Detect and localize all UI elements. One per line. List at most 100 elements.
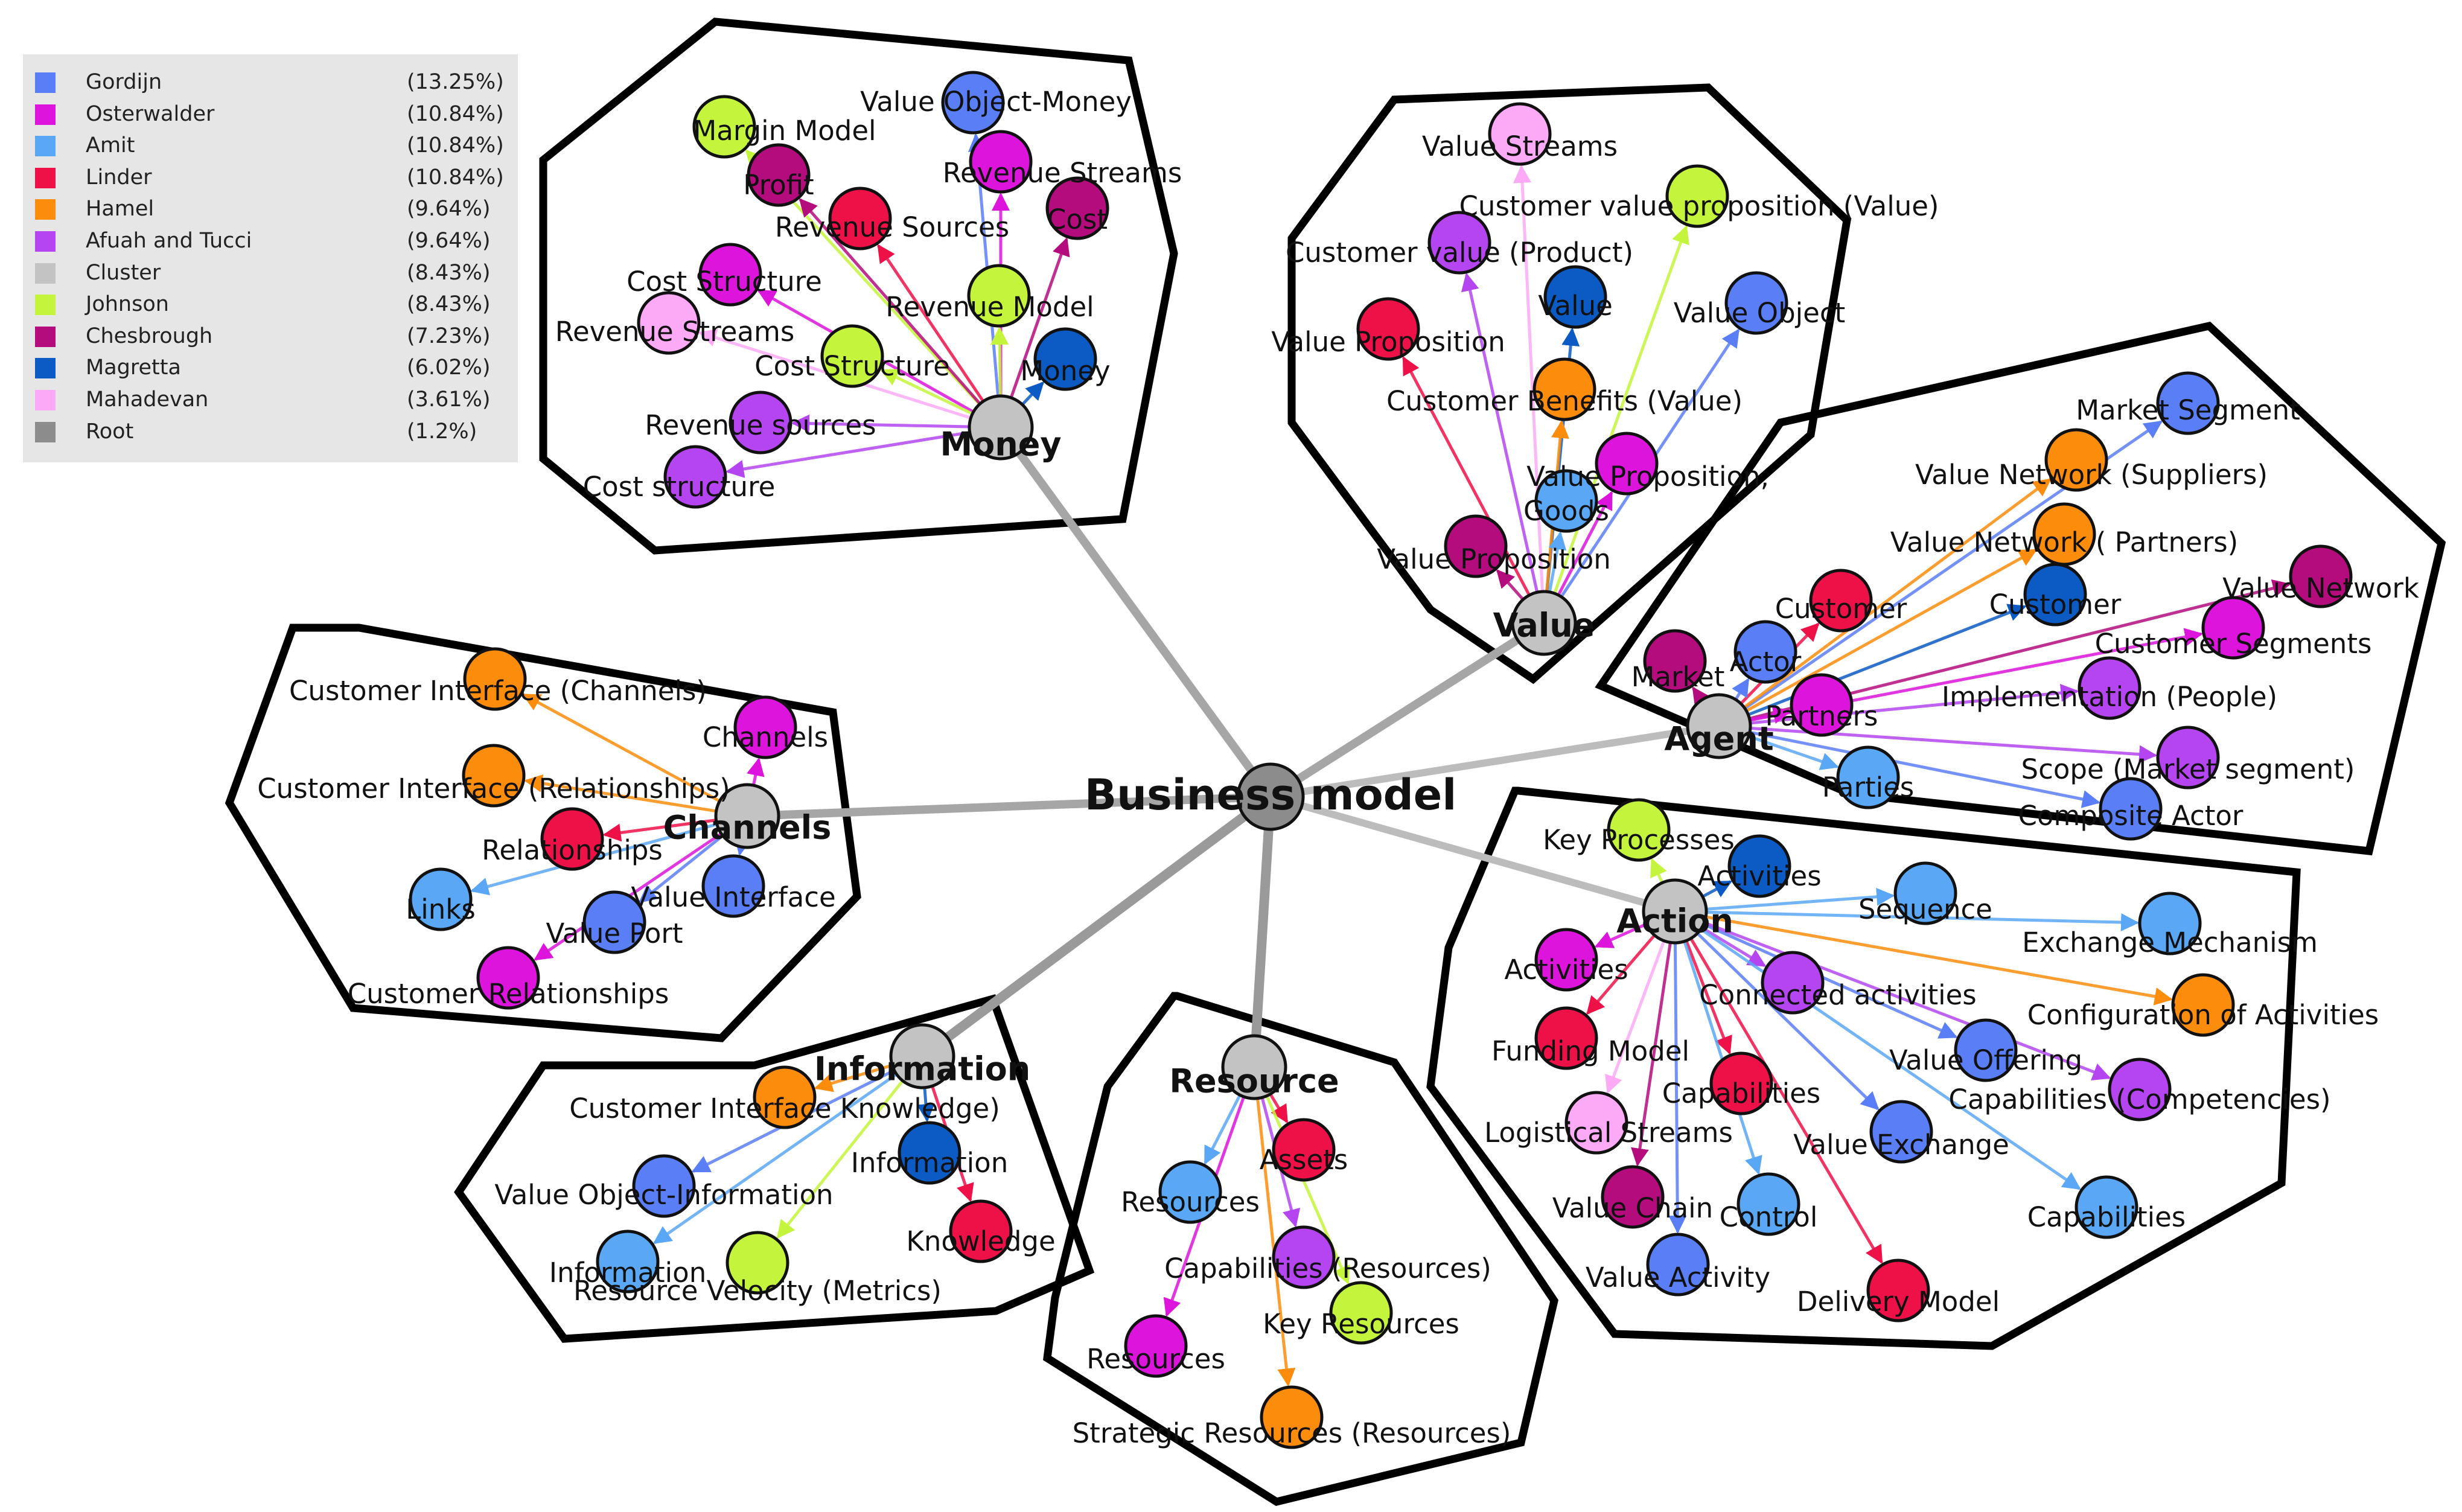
root-edge-action — [1267, 793, 1679, 915]
legend-percentage: (8.43%) — [407, 260, 491, 285]
legend-author-name: Gordijn — [86, 70, 162, 94]
cluster-hub-agent — [1686, 693, 1752, 759]
concept-node — [596, 1230, 660, 1293]
edge-action-2 — [1706, 887, 1895, 911]
edge-agent-2 — [1746, 549, 2038, 712]
legend-author-name: Afuah and Tucci — [86, 228, 252, 253]
edge-money-11 — [791, 414, 970, 433]
cluster-hub-information — [889, 1023, 955, 1089]
node-label: Goods — [1523, 495, 1609, 527]
edge-value-2 — [1461, 272, 1539, 593]
node-label: Customer Benefits (Value) — [1386, 385, 1743, 417]
edge-value-8 — [1548, 531, 1567, 593]
node-label: Value Exchange — [1793, 1129, 2009, 1161]
legend-swatch — [35, 263, 56, 284]
concept-node — [2201, 596, 2265, 660]
concept-node — [1595, 432, 1659, 496]
concept-node — [698, 243, 762, 307]
root-edge-channels — [743, 793, 1275, 820]
legend-swatch — [35, 295, 56, 316]
cluster-label-channels: Channels — [663, 809, 832, 847]
concept-node — [2171, 973, 2235, 1037]
concept-node — [632, 1154, 696, 1218]
legend-percentage: (13.25%) — [407, 70, 504, 94]
node-label: Customer Interface Knowledge) — [569, 1093, 1000, 1124]
concept-node — [1158, 1160, 1222, 1224]
edge-action-5 — [1701, 926, 1767, 968]
node-label: Resources — [1086, 1343, 1225, 1375]
cluster-hub-resource — [1221, 1034, 1287, 1100]
node-label: Configuration of Activities — [2027, 999, 2379, 1031]
legend-swatch — [35, 136, 56, 157]
legend-author-name: Amit — [86, 133, 135, 158]
edge-value-5 — [1402, 356, 1531, 596]
concept-node — [967, 264, 1031, 328]
node-label: Customer value (Product) — [1286, 237, 1633, 269]
concept-node — [1607, 798, 1671, 862]
edge-resource-5 — [1256, 1098, 1296, 1387]
concept-node — [1724, 271, 1788, 335]
concept-node — [701, 854, 765, 918]
edge-channels-6 — [638, 834, 724, 904]
node-label: Relationships — [482, 834, 663, 866]
concept-node — [1564, 1091, 1628, 1155]
legend-swatch — [35, 421, 56, 442]
concept-node — [1665, 164, 1729, 228]
node-label: Strategic Resources (Resources) — [1073, 1417, 1511, 1449]
concept-node — [733, 695, 797, 759]
concept-node — [941, 71, 1005, 135]
concept-node — [409, 867, 473, 931]
concept-node — [1869, 1100, 1933, 1164]
node-label: Capabilities (Competencies) — [1948, 1083, 2330, 1115]
concept-node — [1033, 327, 1097, 391]
node-label: Delivery Model — [1797, 1286, 2000, 1318]
edge-money-12 — [726, 430, 971, 478]
cluster-hub-action — [1642, 878, 1708, 945]
legend-item: Gordijn (13.25%) — [23, 66, 518, 98]
node-label: Value Chain — [1552, 1192, 1713, 1224]
node-label: Customer value proposition (Value) — [1459, 190, 1939, 222]
node-label: Customer — [1989, 589, 2122, 620]
edge-action-11 — [1605, 940, 1666, 1094]
root-edges — [743, 423, 1723, 1072]
legend-item: Osterwalder(10.84%) — [23, 98, 518, 130]
concept-node — [949, 1199, 1013, 1263]
concept-node — [1543, 265, 1607, 329]
concept-node — [726, 1231, 789, 1295]
legend-swatch — [35, 199, 56, 220]
edge-value-1 — [1553, 225, 1689, 594]
edge-action-9 — [1703, 921, 2111, 1081]
concept-node — [1534, 928, 1598, 992]
root-edge-information — [917, 792, 1275, 1061]
legend-percentage: (10.84%) — [407, 101, 504, 126]
legend-item: Amit (10.84%) — [23, 130, 518, 162]
node-label: Actor — [1730, 646, 1802, 678]
node-label: Exchange Mechanism — [2022, 927, 2318, 959]
cluster-label-agent: Agent — [1664, 720, 1773, 758]
concept-node — [476, 946, 540, 1010]
legend-author-name: Chesbrough — [86, 324, 213, 348]
node-label: Resource Velocity (Metrics) — [573, 1275, 942, 1307]
node-label: Revenue Streams — [555, 316, 795, 348]
node-label: Key Processes — [1543, 824, 1735, 856]
concept-node — [828, 187, 892, 250]
node-label: Logistical Streams — [1484, 1117, 1733, 1149]
legend-percentage: (10.84%) — [407, 133, 504, 158]
node-label: Value Network (Suppliers) — [1915, 459, 2268, 491]
node-label: Information — [851, 1147, 1009, 1179]
edge-money-10 — [1021, 381, 1044, 406]
legend-item: Linder(10.84%) — [23, 162, 518, 194]
legend-author-name: Magretta — [86, 356, 181, 380]
legend-swatch — [35, 72, 56, 93]
node-label: Value Network ( Partners) — [1890, 526, 2238, 558]
concept-node — [1532, 357, 1596, 421]
node-label: Assets — [1260, 1144, 1348, 1176]
edge-action-0 — [1650, 858, 1667, 884]
concept-node — [1260, 1385, 1324, 1449]
edge-agent-13 — [1749, 730, 2100, 808]
concept-node — [729, 391, 792, 455]
legend-item: Mahadevan(3.61%) — [23, 384, 518, 416]
edge-agent-7 — [1692, 686, 1710, 707]
